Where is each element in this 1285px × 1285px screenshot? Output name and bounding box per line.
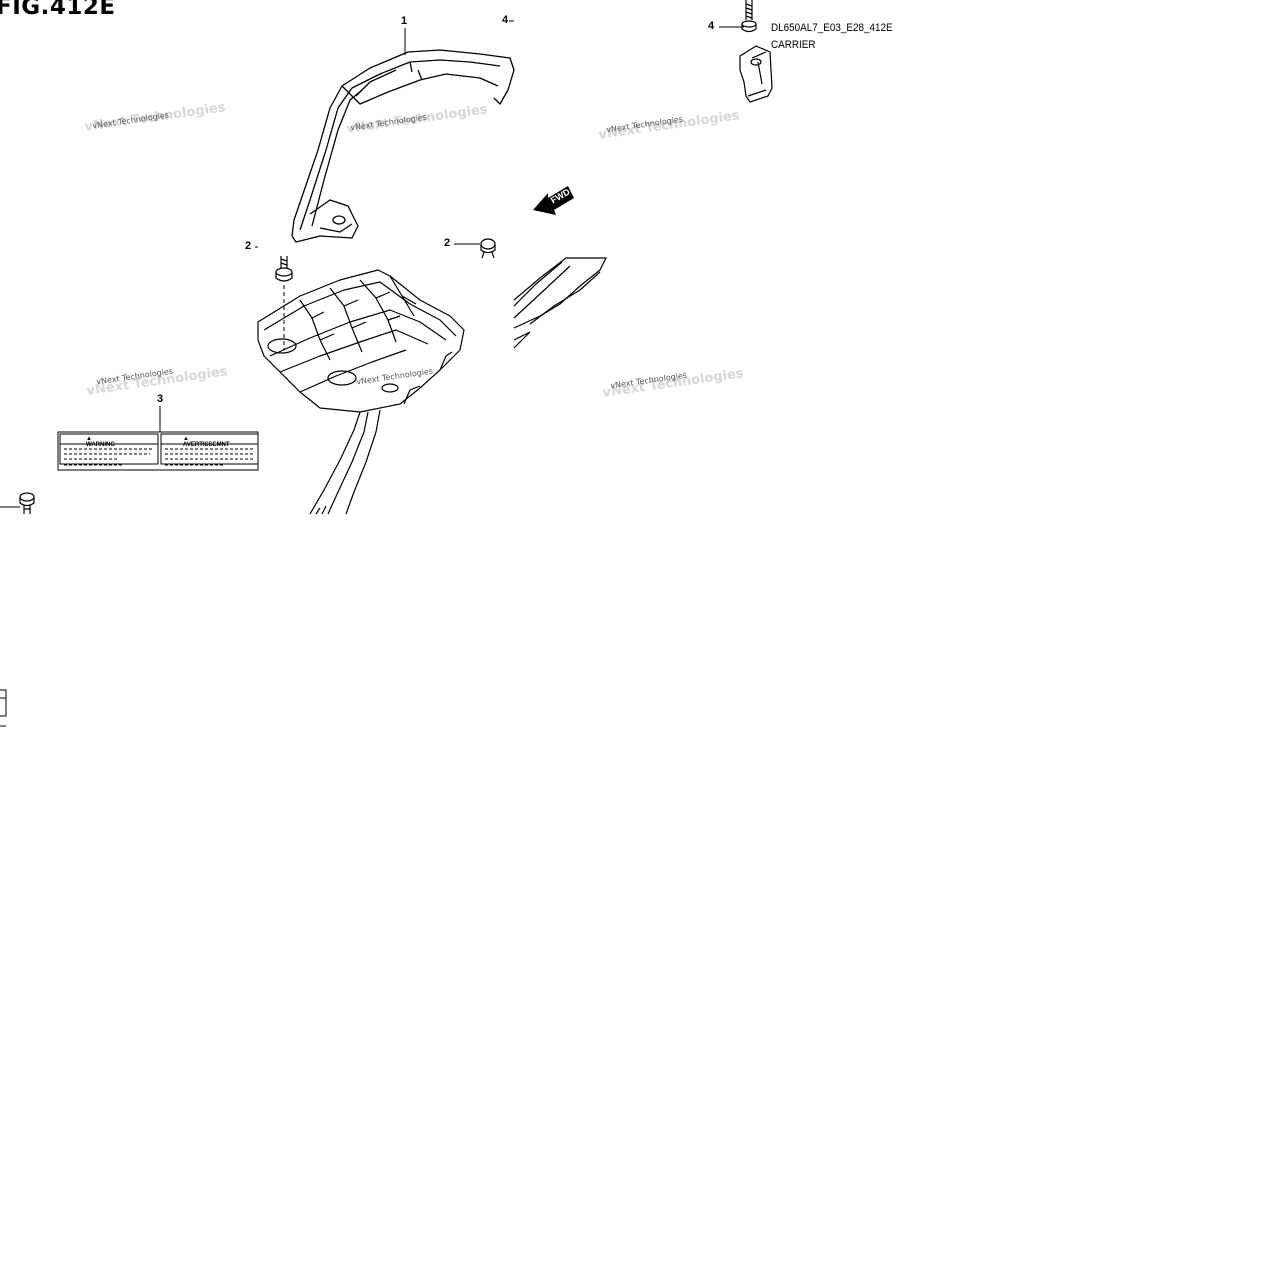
part-4-bolt	[741, 0, 757, 33]
figure-title: FIG.412E	[0, 0, 116, 20]
bolt-left-edge	[19, 492, 35, 514]
callout-4: 4	[708, 20, 715, 32]
callout-2: 2	[245, 240, 252, 252]
label-warning-header: ▲ WARNING	[86, 436, 115, 448]
callout-2: 2	[444, 237, 451, 249]
label-avertissement-header: ▲ AVERTISSEMNT	[183, 436, 230, 448]
carrier-bracket	[739, 45, 773, 103]
rear-carrier-rack	[257, 269, 465, 413]
part-2-bolt	[275, 256, 293, 282]
callout-4: 4	[502, 14, 509, 26]
rack-lower-arm	[309, 409, 381, 515]
fwd-arrow	[533, 186, 574, 215]
figure-name: CARRIER	[771, 39, 816, 51]
box-fragment	[0, 689, 7, 727]
part-1-carrier-handle	[291, 49, 515, 243]
warning-text: WARNING	[86, 442, 115, 448]
callout-3: 3	[157, 393, 164, 405]
callout-leaders	[0, 20, 744, 508]
callout-1: 1	[401, 15, 408, 27]
part-3-warning-label	[57, 431, 259, 471]
figure-code: DL650AL7_E03_E28_412E	[771, 22, 893, 34]
frame-detail	[513, 257, 607, 349]
avertissement-text: AVERTISSEMNT	[183, 442, 230, 448]
part-2-nut	[480, 238, 496, 259]
